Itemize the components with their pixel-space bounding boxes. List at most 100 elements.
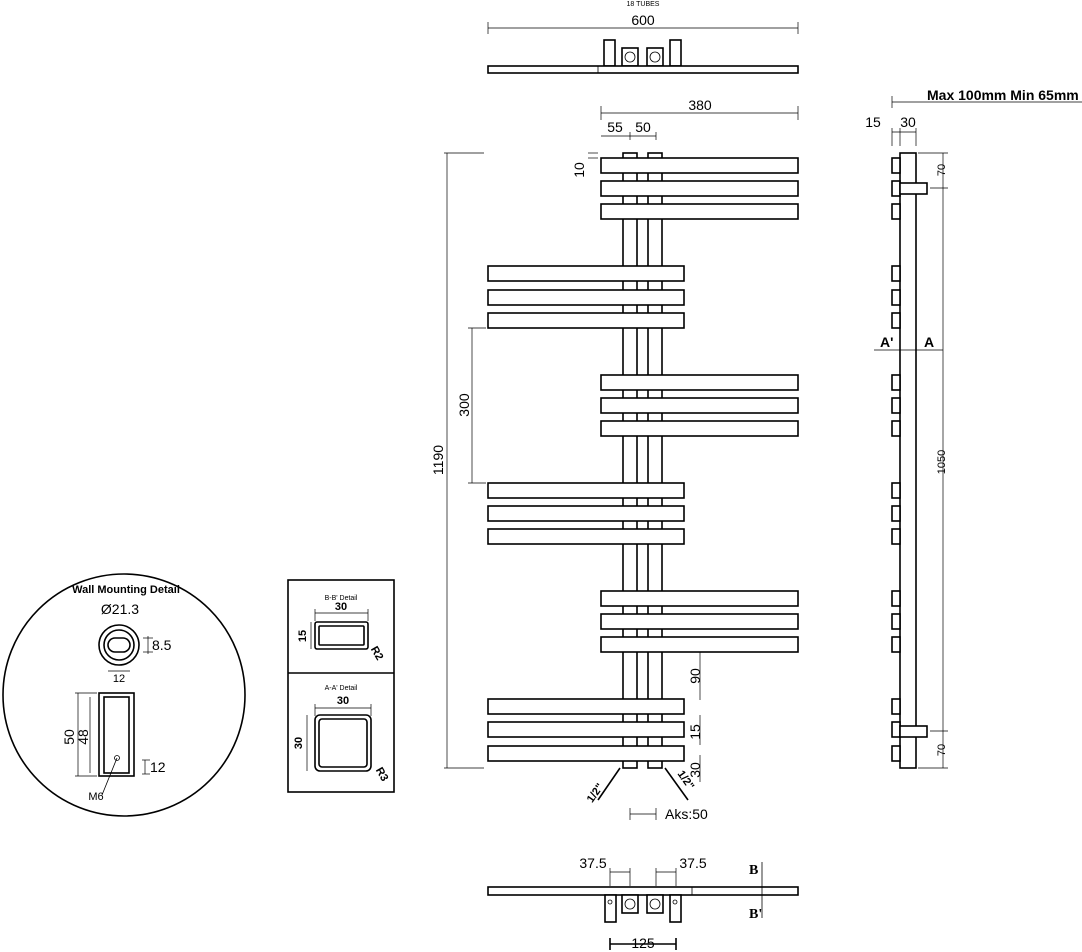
- tube: [600, 180, 799, 197]
- aa-width-label: 30: [337, 695, 349, 707]
- dim-12-top-label: 12: [113, 673, 125, 685]
- pipe-socket-right: [646, 47, 664, 67]
- pipe-socket-right: [646, 894, 664, 914]
- tube: [487, 745, 685, 762]
- wall-bracket-bottom: [899, 725, 928, 738]
- pipe-inner: [103, 629, 135, 661]
- diameter-label: Ø21.3: [101, 601, 139, 617]
- side-dim-70-bottom-label: 70: [936, 744, 948, 756]
- tube: [487, 721, 685, 738]
- top-view: 18 TUBES 600: [487, 1, 799, 74]
- bracket-left: [604, 894, 617, 923]
- bolt-hole: [672, 899, 678, 905]
- dim-12-side-label: 12: [150, 759, 166, 775]
- bb-section-inner: [318, 625, 365, 646]
- side-view: Max 100mm Min 65mm 15 30: [865, 87, 1082, 769]
- slot: [107, 637, 131, 653]
- section-b-bottom-label: B': [749, 907, 762, 922]
- tube: [487, 698, 685, 715]
- tube-end: [891, 180, 901, 197]
- bracket-body: [98, 692, 135, 777]
- tube: [600, 374, 799, 391]
- wall-mount-title: Wall Mounting Detail: [72, 584, 180, 596]
- tube: [487, 265, 685, 282]
- tube-end: [891, 590, 901, 607]
- bracket-right: [669, 39, 682, 67]
- tube-end: [891, 374, 901, 391]
- dim-48-label: 48: [75, 729, 91, 745]
- height-1050-label: 1050: [936, 450, 948, 474]
- aa-section-inner: [318, 718, 368, 768]
- side-collector: [899, 152, 917, 769]
- tube-end: [891, 613, 901, 630]
- pipe-socket-hole: [624, 898, 636, 910]
- section-a-right-label: A: [924, 334, 934, 350]
- pipe-socket-left: [621, 894, 639, 914]
- dim-15-label: 15: [687, 724, 703, 740]
- bb-width-label: 30: [335, 601, 347, 613]
- dim-8-5-label: 8.5: [152, 637, 172, 653]
- tube-end: [891, 420, 901, 437]
- bracket-right: [669, 894, 682, 923]
- tube-end: [891, 157, 901, 174]
- dim-125-label: 125: [631, 935, 655, 951]
- width-600-label: 600: [631, 12, 655, 28]
- dim-10-label: 10: [571, 162, 587, 178]
- dim-55-label: 55: [607, 119, 623, 135]
- tube: [600, 636, 799, 653]
- width-380-label: 380: [688, 97, 712, 113]
- tube: [487, 482, 685, 499]
- bb-radius-label: R2: [368, 644, 385, 662]
- pipe-socket-hole: [649, 898, 661, 910]
- side-dim-15-label: 15: [865, 114, 881, 130]
- aa-section-outer: [314, 714, 372, 772]
- bolt-label: M6: [88, 791, 103, 803]
- collector-right: [647, 152, 663, 769]
- front-view: 380 55 50 10: [430, 97, 799, 822]
- tubes-label: 18 TUBES: [627, 1, 660, 8]
- bracket-inner: [103, 696, 130, 774]
- dim-300-label: 300: [456, 393, 472, 417]
- aa-detail-title: A-A' Detail: [325, 685, 358, 692]
- tube-end: [891, 745, 901, 762]
- tube: [487, 289, 685, 306]
- bb-detail-title: B-B' Detail: [325, 595, 358, 602]
- pipe-socket-hole: [624, 51, 636, 63]
- tube-end: [891, 265, 901, 282]
- aa-height-label: 30: [293, 737, 305, 749]
- axis-label: Aks:50: [665, 806, 708, 822]
- dim-50-label: 50: [635, 119, 651, 135]
- tube: [600, 397, 799, 414]
- bracket-left: [603, 39, 616, 67]
- tube-end: [891, 721, 901, 738]
- rail-plan-bottom: [487, 886, 799, 896]
- rail-plan: [487, 65, 799, 74]
- bolt-hole: [607, 899, 613, 905]
- section-details: B-B' Detail 30 15 R2 A-A' Detail 30 30 R…: [287, 579, 395, 793]
- tube: [600, 590, 799, 607]
- tube-end: [891, 312, 901, 329]
- section-a-left-label: A': [880, 334, 893, 350]
- wall-mount-detail: Wall Mounting Detail Ø21.3 8.5 12 50 48 …: [2, 573, 246, 817]
- pipe-leader-right: [664, 767, 689, 801]
- dim-50-label: 50: [61, 729, 77, 745]
- pipe-leader-left: [597, 767, 621, 801]
- tube-end: [891, 636, 901, 653]
- dim-90-label: 90: [687, 668, 703, 684]
- section-b-top-label: B: [749, 863, 758, 878]
- bolt-leader: [101, 757, 118, 796]
- aa-radius-label: R3: [373, 765, 390, 783]
- dim-37-5-right-label: 37.5: [679, 855, 706, 871]
- clearance-label: Max 100mm Min 65mm: [927, 87, 1079, 103]
- side-dim-70-top-label: 70: [936, 164, 948, 176]
- bb-section-outer: [314, 621, 369, 650]
- tube-end: [891, 698, 901, 715]
- height-1190-label: 1190: [430, 445, 446, 475]
- bottom-view: 37.5 37.5 125 B B': [487, 855, 799, 951]
- bb-height-label: 15: [297, 630, 309, 642]
- detail-circle: [2, 573, 246, 817]
- collector-left: [622, 152, 638, 769]
- tube: [487, 505, 685, 522]
- bolt-hole: [114, 755, 120, 761]
